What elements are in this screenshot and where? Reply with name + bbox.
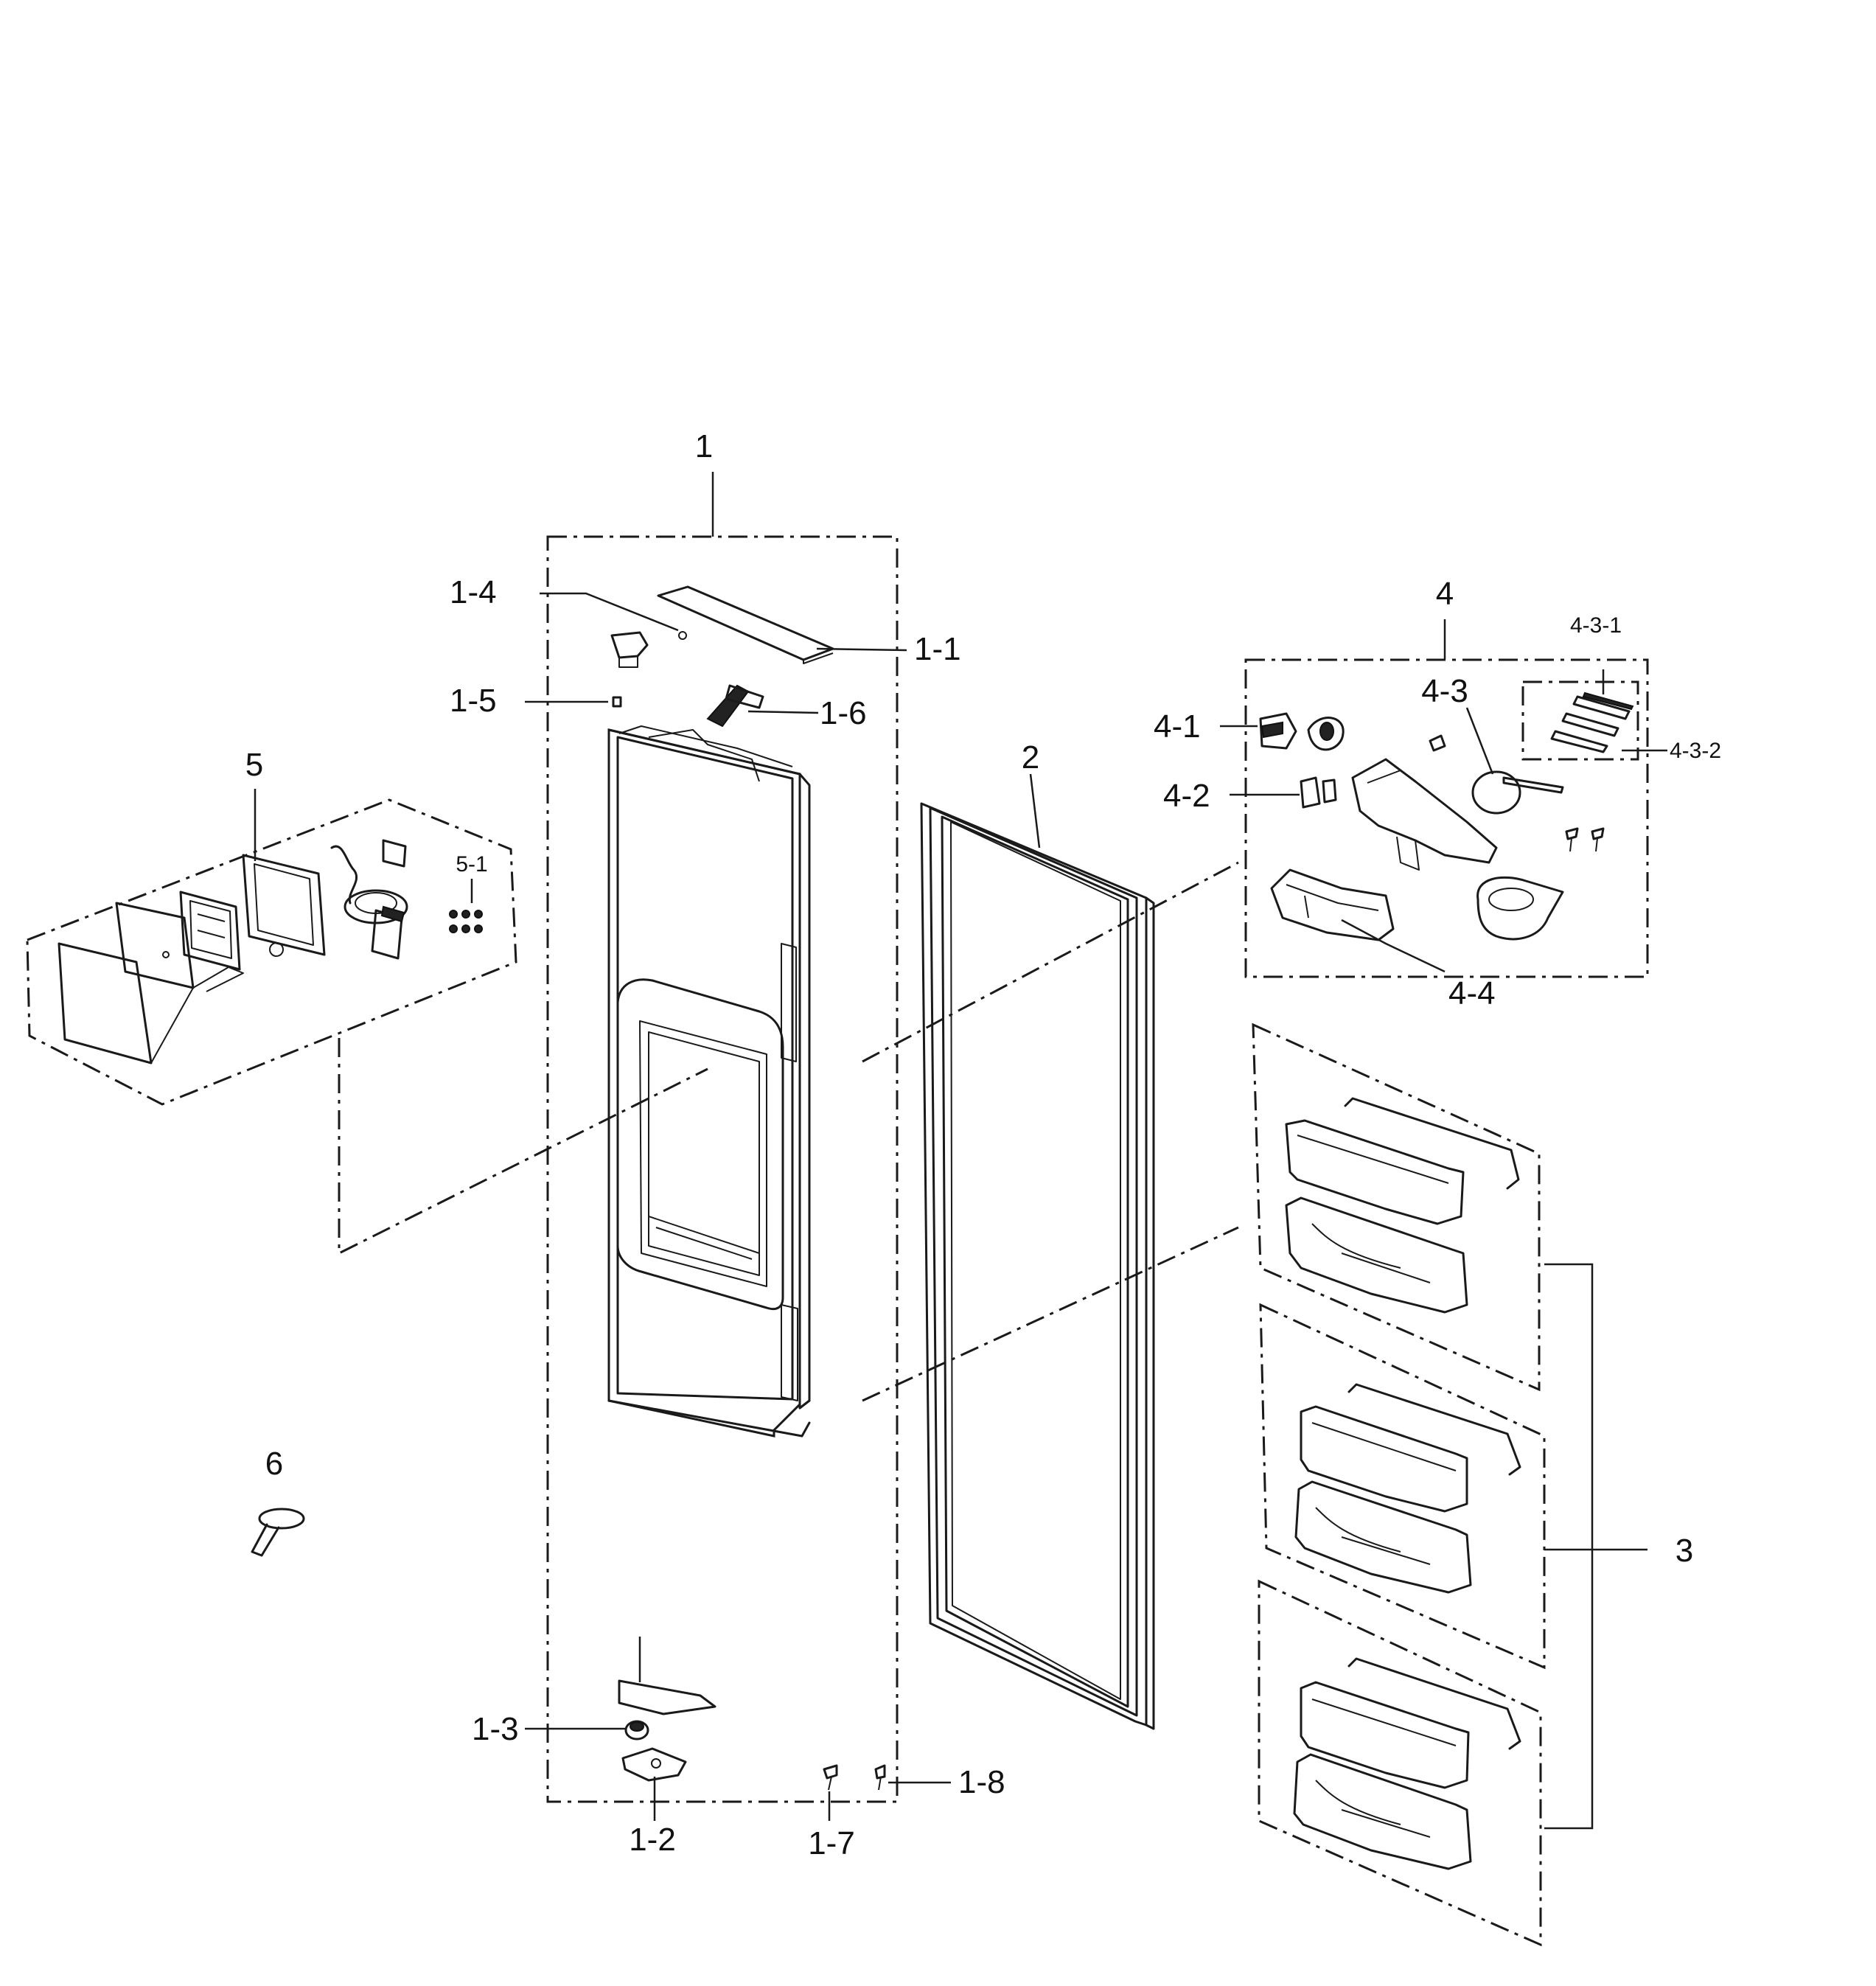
dispenser-switch[interactable] xyxy=(371,905,405,960)
ice-route-boundary xyxy=(1244,658,1649,978)
label-1-6: 1-6 xyxy=(820,695,867,731)
dispenser-frame[interactable] xyxy=(242,854,326,956)
cap-part[interactable] xyxy=(251,1508,305,1557)
door-guard-2[interactable] xyxy=(1285,1196,1468,1314)
guard-set-1-boundary xyxy=(1252,1022,1541,1392)
label-1-3: 1-3 xyxy=(472,1711,519,1747)
door-panel[interactable] xyxy=(607,725,811,1715)
label-1-2: 1-2 xyxy=(629,1822,676,1858)
dispenser-cover-boundary xyxy=(26,798,517,1106)
dispenser-cover-group xyxy=(26,789,708,1255)
top-cover-part[interactable] xyxy=(657,585,907,664)
label-4-3: 4-3 xyxy=(1421,673,1468,709)
duct-shaft-part[interactable] xyxy=(1502,776,1564,794)
label-1-4: 1-4 xyxy=(450,574,497,610)
door-screw-a-part[interactable] xyxy=(823,1764,838,1821)
door-assembly-group xyxy=(525,472,951,1821)
ice-route-group xyxy=(862,619,1667,1063)
dispenser-knob[interactable] xyxy=(269,942,284,957)
guard-set-2-boundary xyxy=(1259,1303,1546,1670)
label-6: 6 xyxy=(265,1446,283,1482)
duct-screws-part[interactable] xyxy=(1565,827,1605,852)
dispenser-front-cover[interactable] xyxy=(57,902,244,1065)
label-4: 4 xyxy=(1436,576,1454,612)
label-1-1: 1-1 xyxy=(914,631,961,667)
label-1-8: 1-8 xyxy=(958,1764,1005,1800)
label-5-1: 5-1 xyxy=(456,852,487,877)
ice-bucket-part[interactable] xyxy=(1476,876,1564,941)
door-guard-5[interactable] xyxy=(1300,1657,1521,1789)
lower-hinge-part[interactable] xyxy=(621,1747,687,1821)
door-guards-group xyxy=(862,1022,1647,1947)
label-3: 3 xyxy=(1676,1533,1693,1569)
door-guard-6[interactable] xyxy=(1293,1753,1472,1870)
label-5: 5 xyxy=(245,747,263,783)
dispenser-pcb[interactable] xyxy=(179,891,241,971)
hinge-spring-part[interactable] xyxy=(706,684,819,728)
door-guard-4[interactable] xyxy=(1294,1480,1472,1594)
label-4-3-2: 4-3-2 xyxy=(1670,739,1721,763)
duct-switch-part[interactable] xyxy=(1230,776,1337,809)
label-4-4: 4-4 xyxy=(1448,975,1496,1011)
duct-housing-part[interactable] xyxy=(1351,758,1498,871)
dispenser-screws-part[interactable] xyxy=(449,879,483,933)
small-screw-part[interactable] xyxy=(525,696,622,708)
label-1: 1 xyxy=(695,428,713,464)
label-1-7: 1-7 xyxy=(808,1825,855,1861)
door-gasket-part[interactable] xyxy=(920,773,1155,1730)
door-guard-3[interactable] xyxy=(1300,1383,1521,1513)
guard-set-3-boundary xyxy=(1258,1579,1542,1947)
door-assembly-boundary xyxy=(546,535,899,1803)
label-1-5: 1-5 xyxy=(450,683,497,719)
subassembly-4-3-boundary xyxy=(1521,680,1639,761)
label-4-1: 4-1 xyxy=(1154,708,1201,745)
label-4-3-1: 4-3-1 xyxy=(1570,613,1622,638)
duct-motor-part[interactable] xyxy=(1220,712,1345,751)
hinge-pin-part[interactable] xyxy=(540,592,687,668)
duct-heater-part[interactable] xyxy=(1550,669,1667,753)
door-guard-1[interactable] xyxy=(1285,1097,1520,1225)
ice-chute-part[interactable] xyxy=(1270,868,1446,973)
duct-cap-part[interactable] xyxy=(1465,707,1521,815)
label-4-2: 4-2 xyxy=(1163,778,1210,814)
duct-clip-part[interactable] xyxy=(1429,734,1446,752)
label-2: 2 xyxy=(1022,739,1039,776)
door-screw-b-part[interactable] xyxy=(874,1764,951,1791)
hinge-bushing-part[interactable] xyxy=(525,1720,649,1741)
